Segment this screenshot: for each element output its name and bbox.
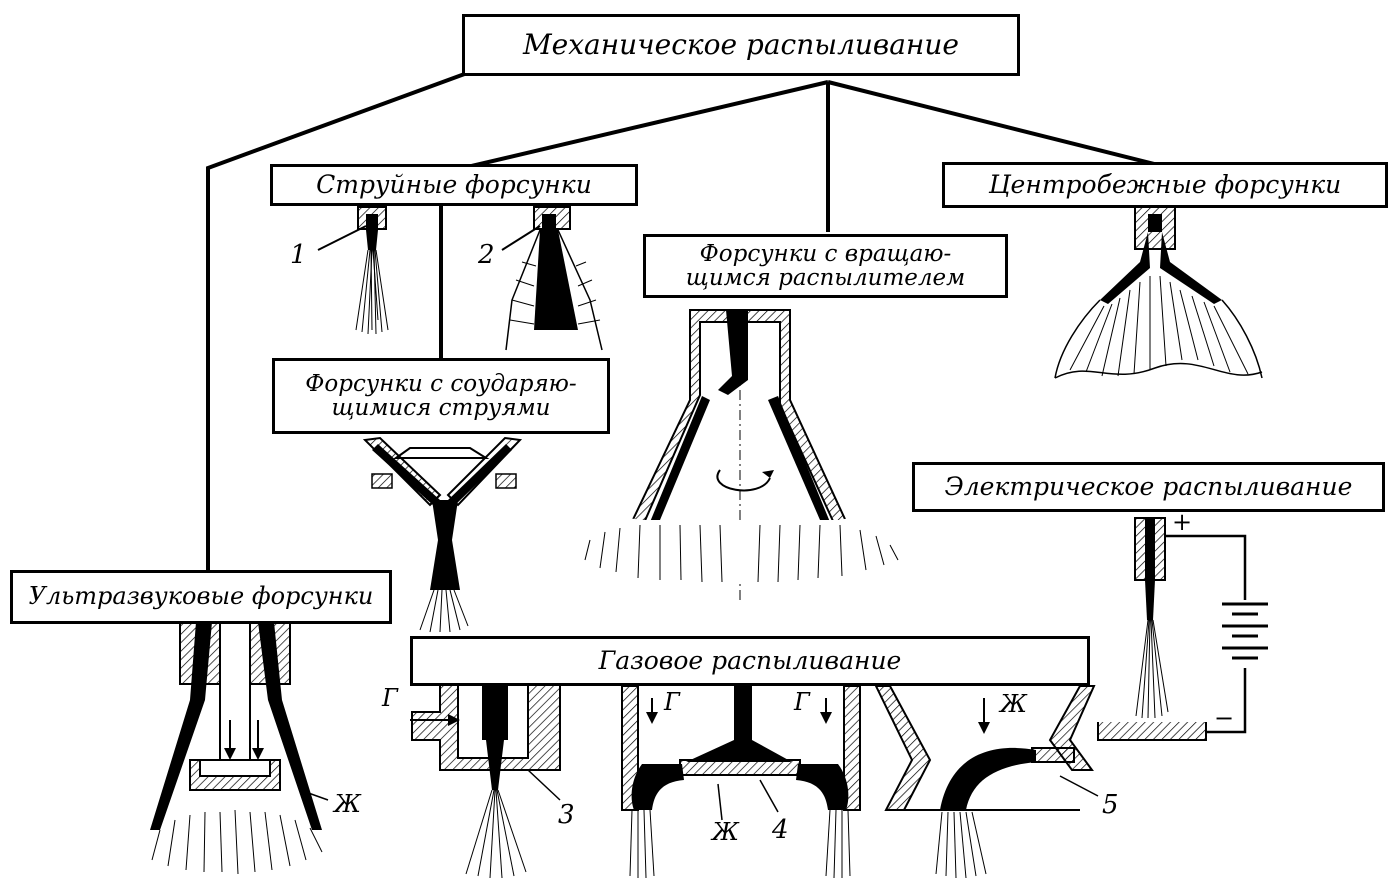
- electric-atomizer: [1098, 518, 1268, 740]
- box-ultrasonic: Ультразвуковые форсунки: [10, 570, 392, 624]
- box-centrifugal-label: Центробежные форсунки: [989, 172, 1342, 198]
- box-mechanical-label: Механическое распыливание: [523, 30, 959, 59]
- ultrasonic-nozzle: [150, 622, 328, 874]
- label-gas-3: Г: [382, 684, 398, 712]
- centrifugal-nozzle: [1055, 207, 1262, 378]
- box-rotary-atomizer: Форсунки с вращаю- щимся распылителем: [643, 234, 1008, 298]
- gas-nozzle-5: [876, 686, 1098, 878]
- box-jet-nozzles-label: Струйные форсунки: [316, 172, 592, 198]
- number-2: 2: [478, 240, 495, 270]
- box-centrifugal-nozzles: Центробежные форсунки: [942, 162, 1388, 208]
- box-rotary-line-2: щимся распылителем: [686, 266, 965, 290]
- label-gas-4-right: Г: [794, 688, 810, 716]
- gas-nozzle-3: [410, 680, 560, 878]
- box-rotary-line-1: Форсунки с вращаю-: [700, 242, 952, 266]
- box-impinging-line-2: щимися струями: [331, 396, 550, 420]
- gas-nozzle-4: [622, 686, 860, 878]
- label-liquid-gas-5: Ж: [1000, 690, 1027, 718]
- rotary-atomizer: [575, 310, 905, 600]
- box-gas: Газовое распыливание: [410, 636, 1090, 686]
- box-ultrasonic-label: Ультразвуковые форсунки: [29, 584, 374, 609]
- box-jet-nozzles: Струйные форсунки: [270, 164, 638, 206]
- label-plus: +: [1172, 508, 1192, 536]
- number-5: 5: [1102, 790, 1119, 820]
- label-minus: −: [1214, 704, 1234, 732]
- box-electric-label: Электрическое распыливание: [945, 474, 1353, 500]
- jet-nozzle-1: [318, 207, 388, 334]
- label-liquid-ultrasonic: Ж: [334, 790, 361, 818]
- label-liquid-gas-4: Ж: [712, 818, 739, 846]
- number-4: 4: [772, 815, 789, 845]
- box-impinging-jets: Форсунки с соударяю- щимися струями: [272, 358, 610, 434]
- number-3: 3: [558, 800, 575, 830]
- box-gas-label: Газовое распыливание: [599, 648, 902, 674]
- jet-nozzle-2: [502, 207, 602, 350]
- label-gas-4-left: Г: [664, 688, 680, 716]
- box-electric: Электрическое распыливание: [912, 462, 1385, 512]
- box-impinging-line-1: Форсунки с соударяю-: [305, 372, 576, 396]
- box-mechanical: Механическое распыливание: [462, 14, 1020, 76]
- number-1: 1: [290, 240, 307, 270]
